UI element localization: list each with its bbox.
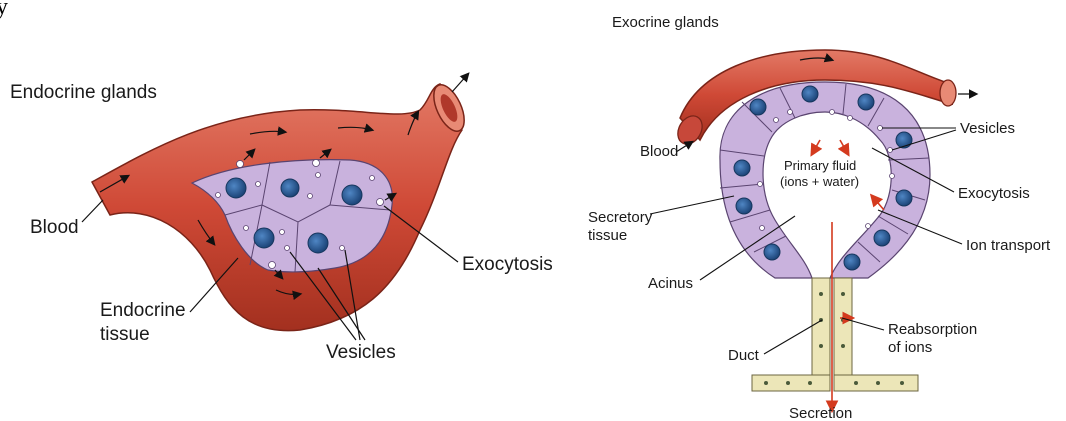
exocrine-title: Exocrine glands [612,14,719,31]
exocrine-vesicles-label: Vesicles [960,120,1015,137]
exocrine-secretion-label: Secretion [789,405,852,421]
exocrine-exocytosis-label: Exocytosis [958,185,1030,202]
exocrine-diagram: Exocrine glands [588,14,1051,421]
exocrine-primary-fluid-line1: Primary fluid [784,158,856,173]
header-fragment: y [0,0,8,20]
endocrine-title: Endocrine glands [10,82,157,103]
exocrine-reabsorption-line2: of ions [888,339,932,356]
exocrine-secretory-label-line2: tissue [588,227,627,244]
exocrine-secretory-label-line1: Secretory [588,209,653,226]
exocrine-secretory-leader [650,196,734,214]
exocrine-ion-transport-label: Ion transport [966,237,1051,254]
endocrine-exocytosis-label: Exocytosis [462,254,553,275]
endocrine-diagram: Endocrine glands [10,74,553,363]
exocrine-acinus-label: Acinus [648,275,693,292]
endocrine-tissue-label-line2: tissue [100,324,150,345]
exocrine-duct-label: Duct [728,347,760,364]
endocrine-tissue-label-line1: Endocrine [100,300,186,321]
endocrine-vesicles-label: Vesicles [326,342,396,363]
exocrine-reabsorption-line1: Reabsorption [888,321,977,338]
endocrine-blood-label: Blood [30,217,79,238]
exocrine-primary-fluid-line2: (ions + water) [780,174,859,189]
exocrine-blood-label: Blood [640,143,678,160]
exocrine-vessel-opening [940,80,956,106]
endocrine-blood-leader [82,200,103,222]
